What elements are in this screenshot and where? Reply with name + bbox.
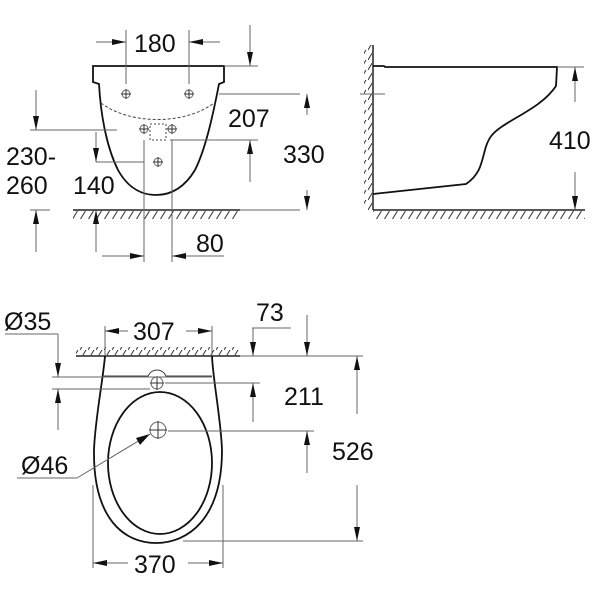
dim-supply-height: 207	[228, 105, 270, 133]
front-bidet-outline	[92, 65, 225, 196]
drain-hole-icon	[149, 421, 167, 439]
dim-waste-height: 140	[73, 172, 115, 200]
dim-tap-hole-dia: Ø35	[4, 308, 51, 336]
dim-wall-to-tap: 211	[284, 383, 324, 411]
side-bidet-outline	[372, 65, 558, 195]
fixing-hole-icon	[121, 89, 194, 167]
dim-outlet-height-2: 260	[6, 172, 48, 200]
plan-outer-outline	[93, 355, 223, 544]
dim-rim-height: 410	[549, 127, 591, 155]
plan-bowl-outline	[107, 391, 213, 535]
tap-hole-icon	[150, 376, 164, 390]
front-view: 180 207 330 230- 260 140	[6, 25, 325, 262]
side-view: 410	[360, 45, 591, 219]
dim-overall-height: 330	[283, 141, 325, 169]
dim-rear-width: 307	[133, 318, 175, 346]
dim-drain-dia: Ø46	[21, 452, 68, 480]
dim-overall-width: 370	[134, 551, 176, 579]
dim-wall-to-edge: 73	[256, 299, 284, 327]
dim-outlet-height-1: 230-	[6, 143, 56, 171]
dim-waste-width: 80	[196, 230, 224, 258]
dim-fixing-spacing: 180	[134, 30, 176, 58]
plan-view: Ø35 307 73 211 Ø46 526	[4, 299, 374, 579]
dim-projection: 526	[332, 438, 374, 466]
